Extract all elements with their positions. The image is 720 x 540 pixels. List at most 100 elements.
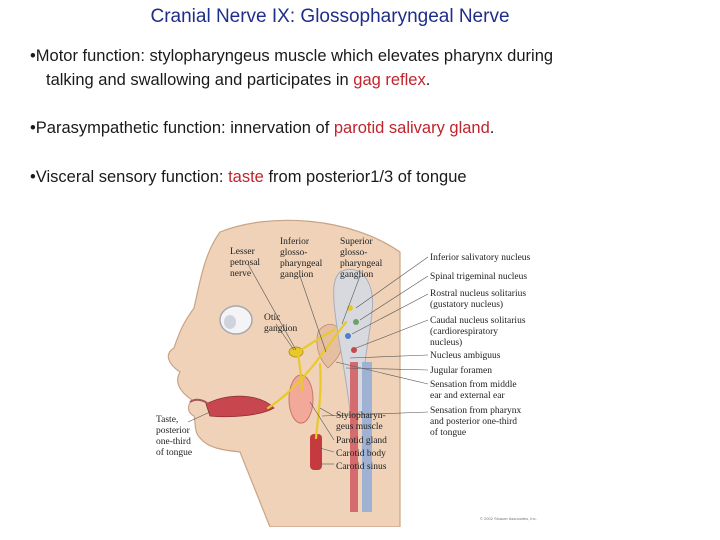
nucleus-dot <box>345 333 351 339</box>
bullet-motor-period: . <box>425 71 431 89</box>
nucleus-dot <box>353 319 359 325</box>
label-line: Inferior salivatory nucleus <box>430 252 531 263</box>
leader-line <box>321 411 429 417</box>
label-line: petrosal <box>230 258 260 268</box>
label-line: nucleus) <box>430 337 462 348</box>
leader-line <box>247 263 297 351</box>
nerve-path-pharynx <box>314 362 322 440</box>
label-jugular-foramen: Jugular foramen <box>430 365 492 376</box>
eye-pupil <box>224 315 236 329</box>
anatomy-figure: Lesser petrosal nerve Inferior glosso- p… <box>156 219 537 527</box>
leader-line <box>355 319 429 349</box>
leader-line <box>187 411 211 423</box>
bullet-parasympathetic-text: •Parasympathetic function: innervation o… <box>30 119 334 137</box>
nerve-path-otic <box>296 328 336 354</box>
copyright-notice: © 2002 Sinauer Associates, Inc. <box>480 516 537 521</box>
label-line: glosso- <box>280 248 307 258</box>
label-line: ganglion <box>280 270 313 280</box>
label-line: Caudal nucleus solitarius <box>430 316 526 326</box>
label-taste-posterior-tongue: Taste, posterior one-third of tongue <box>156 415 193 458</box>
leader-line <box>319 447 335 453</box>
label-carotid-body: Carotid body <box>336 449 386 459</box>
leader-line <box>319 407 335 417</box>
bullet-visceral-text: •Visceral sensory function: <box>30 168 229 186</box>
label-line: Parotid gland <box>336 436 387 446</box>
bullet-motor-line2: talking and swallowing and participates … <box>30 68 680 92</box>
label-sensation-middle-ear: Sensation from middle ear and external e… <box>430 379 519 401</box>
tongue <box>205 395 275 418</box>
label-line: Sensation from pharynx <box>430 405 522 416</box>
gag-reflex-highlight: gag reflex <box>353 71 426 89</box>
bullet-visceral-rest: from posterior1/3 of tongue <box>263 168 467 186</box>
label-superior-glossopharyngeal-ganglion: Superior glosso- pharyngeal ganglion <box>340 237 385 280</box>
label-line: Nucleus ambiguus <box>430 351 501 361</box>
leader-line <box>351 293 429 335</box>
label-line: Sensation from middle <box>430 379 517 390</box>
leader-line <box>335 361 429 385</box>
label-line: Otic <box>264 313 280 323</box>
mouth-lips <box>189 398 209 405</box>
label-line: Taste, <box>156 415 178 425</box>
label-line: Spinal trigeminal nucleus <box>430 272 527 282</box>
nerve-path-main <box>266 320 348 410</box>
parotid-gland-highlight: parotid salivary gland <box>333 119 490 137</box>
label-otic-ganglion: Otic ganglion <box>264 313 297 334</box>
label-inferior-salivatory-nucleus: Inferior salivatory nucleus <box>430 252 531 263</box>
label-line: Carotid body <box>336 449 386 459</box>
label-line: one-third <box>156 437 191 447</box>
label-line: Carotid sinus <box>336 462 387 472</box>
label-line: Inferior <box>280 236 310 247</box>
page-title: Cranial Nerve IX: Glossopharyngeal Nerve <box>150 6 510 27</box>
label-line: Rostral nucleus solitarius <box>430 289 526 299</box>
glossopharyngeal-nerve-paths <box>266 320 348 440</box>
label-inferior-glossopharyngeal-ganglion: Inferior glosso- pharyngeal ganglion <box>280 236 325 280</box>
leader-line <box>309 401 335 441</box>
leader-line <box>341 275 361 325</box>
nucleus-dot <box>351 347 357 353</box>
bullet-motor-function: •Motor function: stylopharyngeus muscle … <box>30 44 680 92</box>
label-line: Stylopharyn- <box>336 411 386 421</box>
label-caudal-nucleus-solitarius: Caudal nucleus solitarius (cardiorespira… <box>430 316 528 348</box>
label-line: of tongue <box>430 427 466 438</box>
label-line: Superior <box>340 237 374 247</box>
label-line: (cardiorespiratory <box>430 326 498 337</box>
label-line: posterior <box>156 426 191 436</box>
internal-jugular-vein <box>362 362 372 512</box>
label-line: and posterior one-third <box>430 417 517 427</box>
nerve-path-parotid <box>296 352 304 392</box>
leader-line <box>349 354 429 359</box>
label-sensation-pharynx: Sensation from pharynx and posterior one… <box>430 405 524 438</box>
leader-line <box>359 275 429 321</box>
carotid-artery <box>350 362 358 512</box>
label-stylopharyngeus-muscle: Stylopharyn- geus muscle <box>336 411 388 432</box>
leader-line <box>355 256 429 309</box>
label-line: ganglion <box>340 270 373 280</box>
bullet-visceral-sensory-function: •Visceral sensory function: taste from p… <box>30 165 680 189</box>
label-line: Lesser <box>230 247 256 257</box>
label-parotid-gland: Parotid gland <box>336 436 387 446</box>
label-line: ganglion <box>264 324 297 334</box>
bullet-motor-line2-text: talking and swallowing and participates … <box>46 71 354 89</box>
leader-lines <box>187 256 429 465</box>
brainstem-nuclei <box>345 305 359 353</box>
label-line: Jugular foramen <box>430 365 492 376</box>
label-line: nerve <box>230 269 251 279</box>
bullet-parasympathetic-function: •Parasympathetic function: innervation o… <box>30 116 680 140</box>
label-line: of tongue <box>156 447 192 458</box>
label-carotid-sinus: Carotid sinus <box>336 462 387 472</box>
bullet-parasympathetic-period: . <box>489 119 495 137</box>
label-rostral-nucleus-solitarius: Rostral nucleus solitarius (gustatory nu… <box>430 289 528 310</box>
leader-line <box>299 275 327 353</box>
bullet-motor-line1: •Motor function: stylopharyngeus muscle … <box>30 47 554 65</box>
label-nucleus-ambiguus: Nucleus ambiguus <box>430 351 501 361</box>
label-line: pharyngeal <box>280 259 323 269</box>
label-line: ear and external ear <box>430 391 505 401</box>
carotid-sinus-shape <box>310 434 322 470</box>
label-line: pharyngeal <box>340 259 383 269</box>
label-line: glosso- <box>340 248 367 258</box>
otic-ganglion-shape <box>288 346 304 358</box>
leader-line <box>275 323 295 351</box>
taste-highlight: taste <box>228 168 264 186</box>
label-line: (gustatory nucleus) <box>430 299 503 310</box>
label-line: geus muscle <box>336 422 383 432</box>
